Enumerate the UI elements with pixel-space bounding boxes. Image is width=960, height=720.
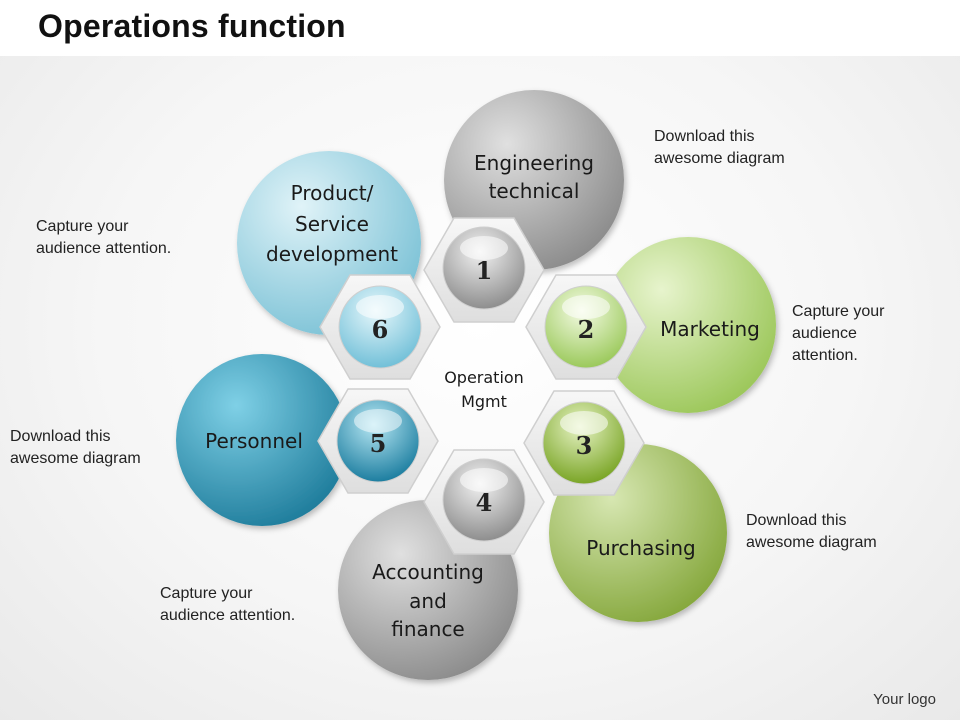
gloss-5 — [354, 409, 402, 433]
number-1: 1 — [476, 256, 493, 285]
petal-circle-personnel — [176, 354, 348, 526]
number-6: 6 — [372, 315, 389, 344]
note-line: awesome diagram — [654, 150, 785, 167]
note-line: Capture your — [160, 585, 253, 602]
note-left-upper: Capture your audience attention. — [36, 216, 171, 260]
number-2: 2 — [578, 315, 595, 344]
note-right-lower: Download this awesome diagram — [746, 510, 877, 554]
page-title: Operations function — [38, 8, 346, 44]
gloss-6 — [356, 295, 404, 319]
note-line: awesome diagram — [746, 534, 877, 551]
gloss-4 — [460, 468, 508, 492]
label-accounting-line2: and — [409, 589, 447, 613]
note-line: Download this — [654, 128, 755, 145]
label-marketing: Marketing — [660, 317, 760, 341]
title-bar: Operations function — [0, 0, 960, 56]
label-product-line3: development — [266, 242, 398, 266]
note-right-upper: Capture your audience attention. — [792, 301, 885, 367]
note-line: Download this — [746, 512, 847, 529]
number-5: 5 — [370, 429, 387, 458]
number-3: 3 — [576, 431, 593, 460]
note-line: awesome diagram — [10, 450, 141, 467]
center-label-line1: Operation — [444, 368, 524, 387]
label-engineering-line2: technical — [489, 179, 580, 203]
note-top-right: Download this awesome diagram — [654, 126, 785, 170]
label-accounting-line1: Accounting — [372, 560, 484, 584]
label-product-line1: Product/ — [291, 181, 374, 205]
note-line: Capture your — [792, 303, 885, 320]
note-left-lower: Download this awesome diagram — [10, 426, 141, 470]
label-accounting-line3: finance — [391, 617, 465, 641]
note-line: audience attention. — [36, 240, 172, 257]
label-engineering-line1: Engineering — [474, 151, 594, 175]
logo-text: Your logo — [873, 691, 936, 708]
note-bottom-left: Capture your audience attention. — [160, 583, 295, 627]
note-line: attention. — [792, 347, 858, 364]
note-line: audience attention. — [160, 607, 296, 624]
label-product-line2: Service — [295, 212, 369, 236]
gloss-1 — [460, 236, 508, 260]
number-4: 4 — [476, 488, 493, 517]
note-line: Capture your — [36, 218, 129, 235]
label-personnel: Personnel — [205, 429, 303, 453]
petal-circle-marketing — [600, 237, 776, 413]
center-label-line2: Mgmt — [461, 392, 507, 411]
gloss-2 — [562, 295, 610, 319]
label-purchasing: Purchasing — [586, 536, 695, 560]
gloss-3 — [560, 411, 608, 435]
note-line: Download this — [10, 428, 111, 445]
note-line: audience — [792, 325, 857, 342]
